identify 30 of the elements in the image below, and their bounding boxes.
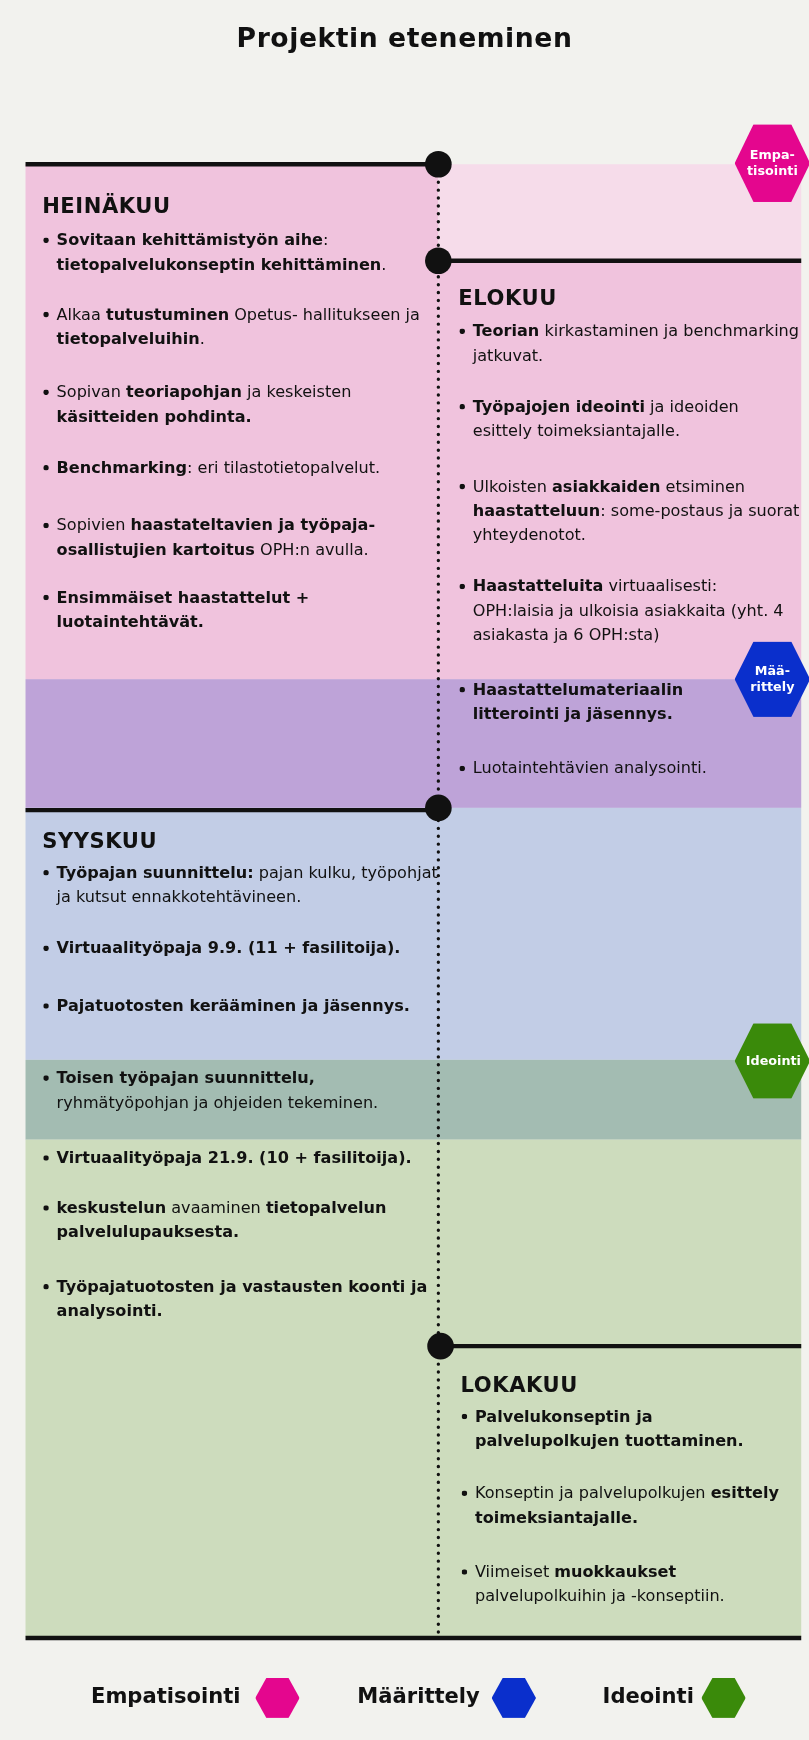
bullet-text: Konseptin ja palvelupolkujen esittely toimeksiantajalle. <box>474 1483 779 1526</box>
legend-text: Ideointi <box>602 1683 694 1708</box>
bullet-text: Työpajojen ideointi ja ideoiden esittely toimeksiantajalle. <box>472 397 739 440</box>
bullet-text: Työpajan suunnittelu: pajan kulku, työpohjat ja kutsut ennakkotehtävineen. <box>56 863 438 906</box>
bullet-text: Pajatuotosten kerääminen ja jäsennys. <box>56 996 410 1015</box>
bullet-text: Virtuaalityöpaja 9.9. (11 + fasilitoija). <box>56 938 401 957</box>
bullet-text: Haastattelumateriaalin litterointi ja jäsennys. <box>472 680 684 723</box>
bullet-text: Haastatteluita virtuaalisesti: OPH:laisia ja ulkoisia asiakkaita (yht. 4 asiakasta ja 6 OPH:sta) <box>472 577 784 644</box>
month-heading: SYYSKUU <box>42 827 158 853</box>
bullet-text: Sopivien haastateltavien ja työpaja- osallistujien kartoitus OPH:n avulla. <box>56 516 376 559</box>
bullet-text: Alkaa tutustuminen Opetus- hallitukseen ja tietopalveluihin. <box>56 305 420 348</box>
bullet-text: Sovitaan kehittämistyön aihe: tietopalvelukonseptin kehittäminen. <box>56 230 387 273</box>
bullet-text: Toisen työpajan suunnittelu, ryhmätyöpohjan ja ohjeiden tekeminen. <box>56 1068 379 1111</box>
bullet-text: Ensimmäiset haastattelut + luotaintehtävät. <box>56 588 310 631</box>
bullet-text: Virtuaalityöpaja 21.9. (10 + fasilitoija). <box>56 1148 412 1167</box>
bullet-text: Työpajatuotosten ja vastausten koonti ja analysointi. <box>56 1277 428 1320</box>
title: Projektin eteneminen <box>235 22 574 54</box>
bullet-text: Sopivan teoriapohjan ja keskeisten käsitteiden pohdinta. <box>56 382 352 426</box>
legend-text: Määrittely <box>357 1683 480 1708</box>
month-heading: HEINÄKUU <box>42 193 171 218</box>
month-heading: ELOKUU <box>458 285 557 310</box>
legend-text: Empatisointi <box>91 1683 241 1708</box>
bullet-text: Luotaintehtävien analysointi. <box>472 759 707 777</box>
bullet-text: Viimeiset muokkaukset palvelupolkuihin ja -konseptiin. <box>474 1562 725 1605</box>
bullet-text: keskustelun avaaminen tietopalvelun palvelulupauksesta. <box>56 1198 387 1241</box>
bullet-text: Ulkoisten asiakkaiden etsiminen haastatteluun: some-postaus ja suorat yhteydenotot. <box>472 477 800 544</box>
bullet-text: Benchmarking: eri tilastotietopalvelut. <box>56 458 381 477</box>
bullet-text: Teorian kirkastaminen ja benchmarking jatkuvat. <box>472 321 800 364</box>
bullet-text: Palvelukonseptin ja palvelupolkujen tuottaminen. <box>474 1407 744 1450</box>
month-heading: LOKAKUU <box>460 1371 578 1397</box>
